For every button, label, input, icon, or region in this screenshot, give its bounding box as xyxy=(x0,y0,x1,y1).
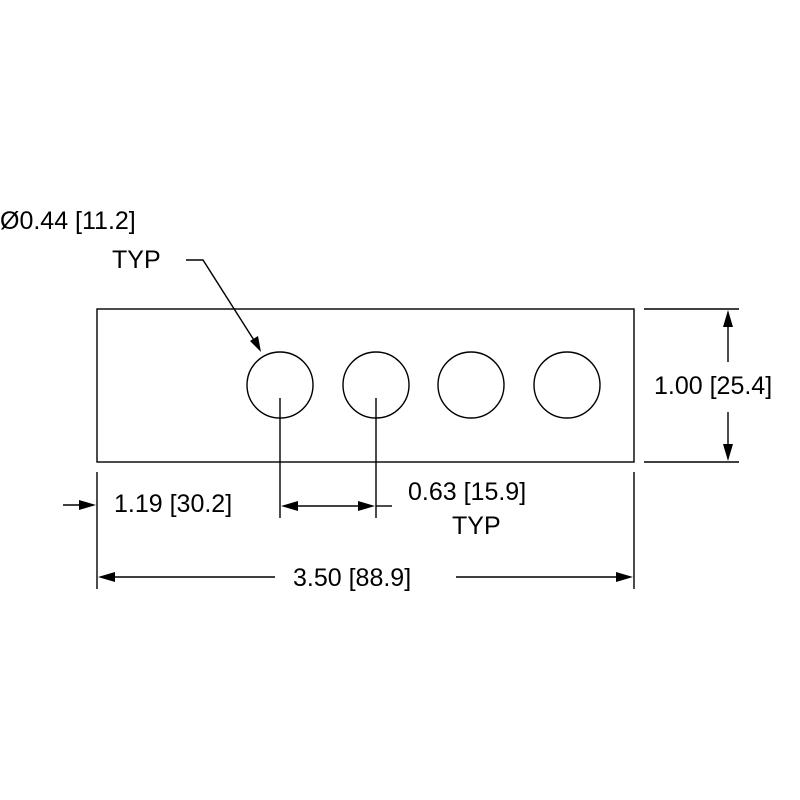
height-arrowhead-bottom xyxy=(723,444,733,461)
hole-group xyxy=(246,351,601,419)
diameter-leader-line xyxy=(186,259,258,346)
diameter-callout: Ø0.44 [11.2] TYP xyxy=(0,207,261,352)
width-label: 3.50 [88.9] xyxy=(293,564,411,592)
width-arrowhead-right xyxy=(616,572,633,582)
spacing-arrowhead-right xyxy=(358,501,375,511)
diameter-typ-label: TYP xyxy=(112,246,161,274)
spacing-typ-label: TYP xyxy=(452,512,501,540)
width-arrowhead-left xyxy=(98,572,115,582)
diameter-leader-arrowhead xyxy=(250,336,261,352)
spacing-label: 0.63 [15.9] xyxy=(408,478,526,506)
offset-arrowhead xyxy=(79,500,96,510)
diameter-label: Ø0.44 [11.2] xyxy=(0,207,136,235)
overall-width-dimension: 3.50 [88.9] xyxy=(98,564,633,592)
hole-spacing-dimension: 0.63 [15.9] TYP xyxy=(281,478,526,540)
height-arrowhead-top xyxy=(723,310,733,327)
height-label: 1.00 [25.4] xyxy=(654,372,772,400)
spacing-arrowhead-left xyxy=(281,501,298,511)
hole xyxy=(437,351,505,419)
height-dimension: 1.00 [25.4] xyxy=(644,308,772,463)
first-hole-offset-dimension: 1.19 [30.2] xyxy=(63,490,232,518)
hole xyxy=(533,351,601,419)
offset-label: 1.19 [30.2] xyxy=(114,490,232,518)
plate-outline xyxy=(96,308,635,463)
